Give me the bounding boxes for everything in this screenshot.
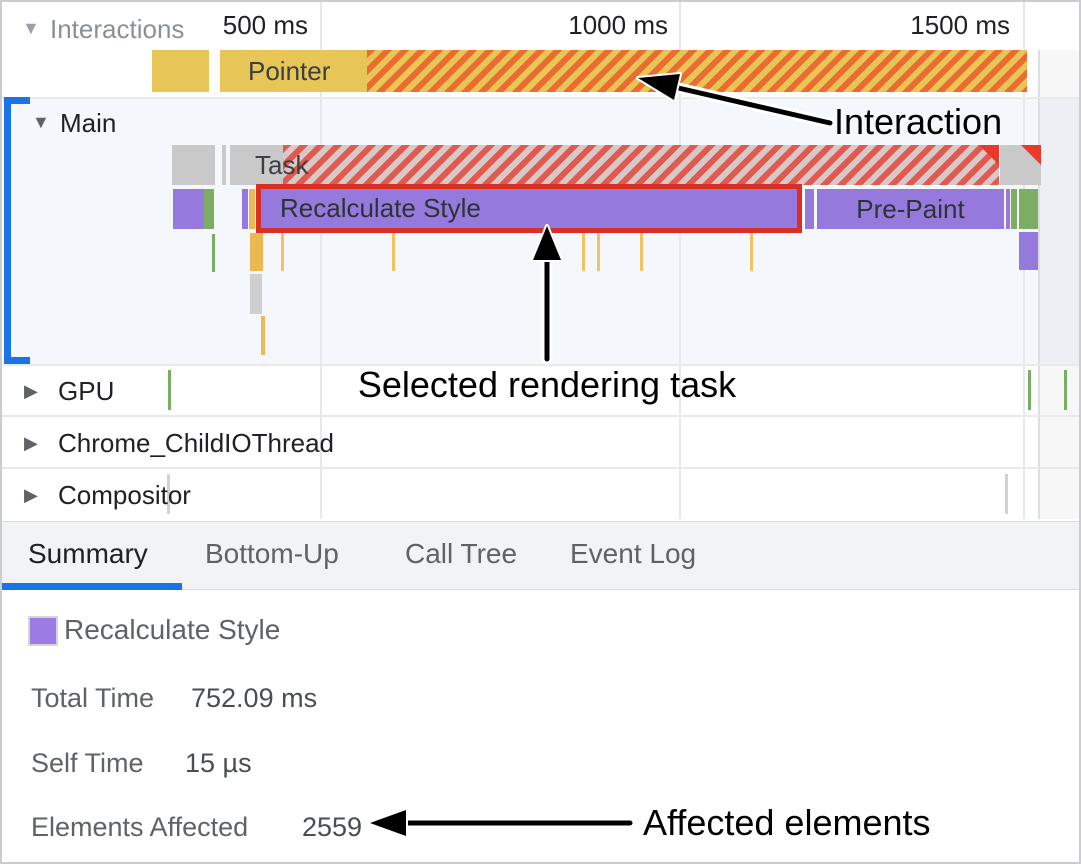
- total-time-label: Total Time: [31, 683, 155, 713]
- separator: [2, 467, 1079, 469]
- paint-event-bar[interactable]: [204, 189, 214, 229]
- chevron-down-icon[interactable]: ▼: [22, 18, 40, 38]
- chevron-down-icon[interactable]: ▼: [32, 112, 50, 132]
- summary-title: Recalculate Style: [64, 614, 281, 645]
- selected-tab-underline: [2, 583, 182, 590]
- main-selection-bracket-top: [4, 97, 30, 104]
- script-event-tick[interactable]: [281, 233, 284, 271]
- chevron-right-icon[interactable]: ▶: [24, 485, 38, 505]
- script-event-sliver[interactable]: [249, 189, 255, 229]
- interaction-event-bar[interactable]: [152, 50, 209, 92]
- compositor-event-tick[interactable]: [1005, 474, 1008, 514]
- script-event-tick[interactable]: [597, 233, 600, 271]
- chevron-right-icon[interactable]: ▶: [24, 381, 38, 401]
- tab-summary[interactable]: Summary: [28, 538, 148, 569]
- trace-end-line: [1038, 50, 1040, 519]
- style-event-sliver[interactable]: [805, 189, 814, 229]
- total-time-value: 752.09 ms: [191, 683, 318, 713]
- separator: [2, 415, 1079, 417]
- separator: [2, 97, 1079, 99]
- style-event-bar[interactable]: [1019, 232, 1038, 270]
- elements-affected-label: Elements Affected: [31, 812, 249, 842]
- ruler-label-1000ms: 1000 ms: [568, 10, 668, 40]
- task-child-bar[interactable]: [250, 274, 262, 314]
- main-selection-bracket: [4, 97, 11, 364]
- style-event-sliver[interactable]: [242, 189, 248, 229]
- script-event-tick[interactable]: [750, 233, 753, 271]
- script-event-bar[interactable]: [250, 233, 263, 271]
- track-label-compositor[interactable]: Compositor: [58, 480, 191, 510]
- tab-event-log[interactable]: Event Log: [570, 538, 697, 569]
- gridline-500ms: [320, 2, 322, 519]
- task-bar-label: Task: [255, 149, 309, 180]
- bottom-tab-bar: Summary Bottom-Up Call Tree Event Log: [2, 521, 1079, 590]
- pointer-bar-label: Pointer: [248, 55, 331, 86]
- pre-paint-label: Pre-Paint: [856, 193, 965, 224]
- paint-event-tick[interactable]: [212, 234, 215, 272]
- gridline-1000ms: [679, 2, 681, 519]
- elements-affected-value: 2559: [302, 812, 363, 842]
- task-bar-sliver[interactable]: [222, 145, 226, 185]
- gpu-event-tick[interactable]: [168, 370, 171, 410]
- track-label-main[interactable]: Main: [60, 108, 117, 138]
- beyond-trace-region: [1039, 50, 1079, 519]
- main-selection-bracket-bottom: [4, 357, 30, 364]
- script-event-tick[interactable]: [640, 233, 643, 271]
- gpu-event-tick[interactable]: [1064, 370, 1067, 410]
- task-bar-small[interactable]: [172, 145, 215, 185]
- recalculate-style-label: Recalculate Style: [280, 193, 481, 223]
- self-time-value: 15 µs: [185, 748, 252, 778]
- paint-event-bar[interactable]: [1019, 189, 1038, 229]
- track-label-childio[interactable]: Chrome_ChildIOThread: [58, 428, 335, 458]
- track-label-gpu[interactable]: GPU: [58, 376, 115, 406]
- paint-event-sliver[interactable]: [1011, 189, 1017, 229]
- chevron-right-icon[interactable]: ▶: [24, 433, 38, 453]
- selected-recalculate-style-bar[interactable]: Recalculate Style: [256, 184, 802, 233]
- script-event-tick[interactable]: [582, 233, 585, 271]
- tab-bottom-up[interactable]: Bottom-Up: [205, 538, 339, 569]
- pointer-interaction-stripes: [367, 50, 1027, 92]
- track-label-interactions[interactable]: Interactions: [50, 14, 185, 44]
- script-event-tick[interactable]: [392, 233, 395, 271]
- summary-panel: Recalculate Style Total Time 752.09 ms S…: [2, 590, 1079, 862]
- gpu-event-tick[interactable]: [1028, 370, 1031, 410]
- pre-paint-bar[interactable]: Pre-Paint: [817, 189, 1004, 229]
- tab-call-tree[interactable]: Call Tree: [405, 538, 518, 569]
- ruler-label-1500ms: 1500 ms: [910, 10, 1010, 40]
- self-time-label: Self Time: [31, 748, 144, 778]
- ruler-label-500ms: 500 ms: [222, 10, 308, 40]
- script-event-tick[interactable]: [261, 316, 265, 355]
- style-event-bar[interactable]: [173, 189, 204, 229]
- long-task-bar[interactable]: Task: [230, 145, 999, 185]
- style-event-sliver[interactable]: [1006, 189, 1010, 229]
- event-color-swatch: [28, 616, 58, 646]
- long-task-stripes: [283, 145, 999, 185]
- separator: [2, 364, 1079, 366]
- compositor-event-tick[interactable]: [167, 474, 170, 514]
- pointer-interaction-bar[interactable]: Pointer: [220, 50, 1027, 92]
